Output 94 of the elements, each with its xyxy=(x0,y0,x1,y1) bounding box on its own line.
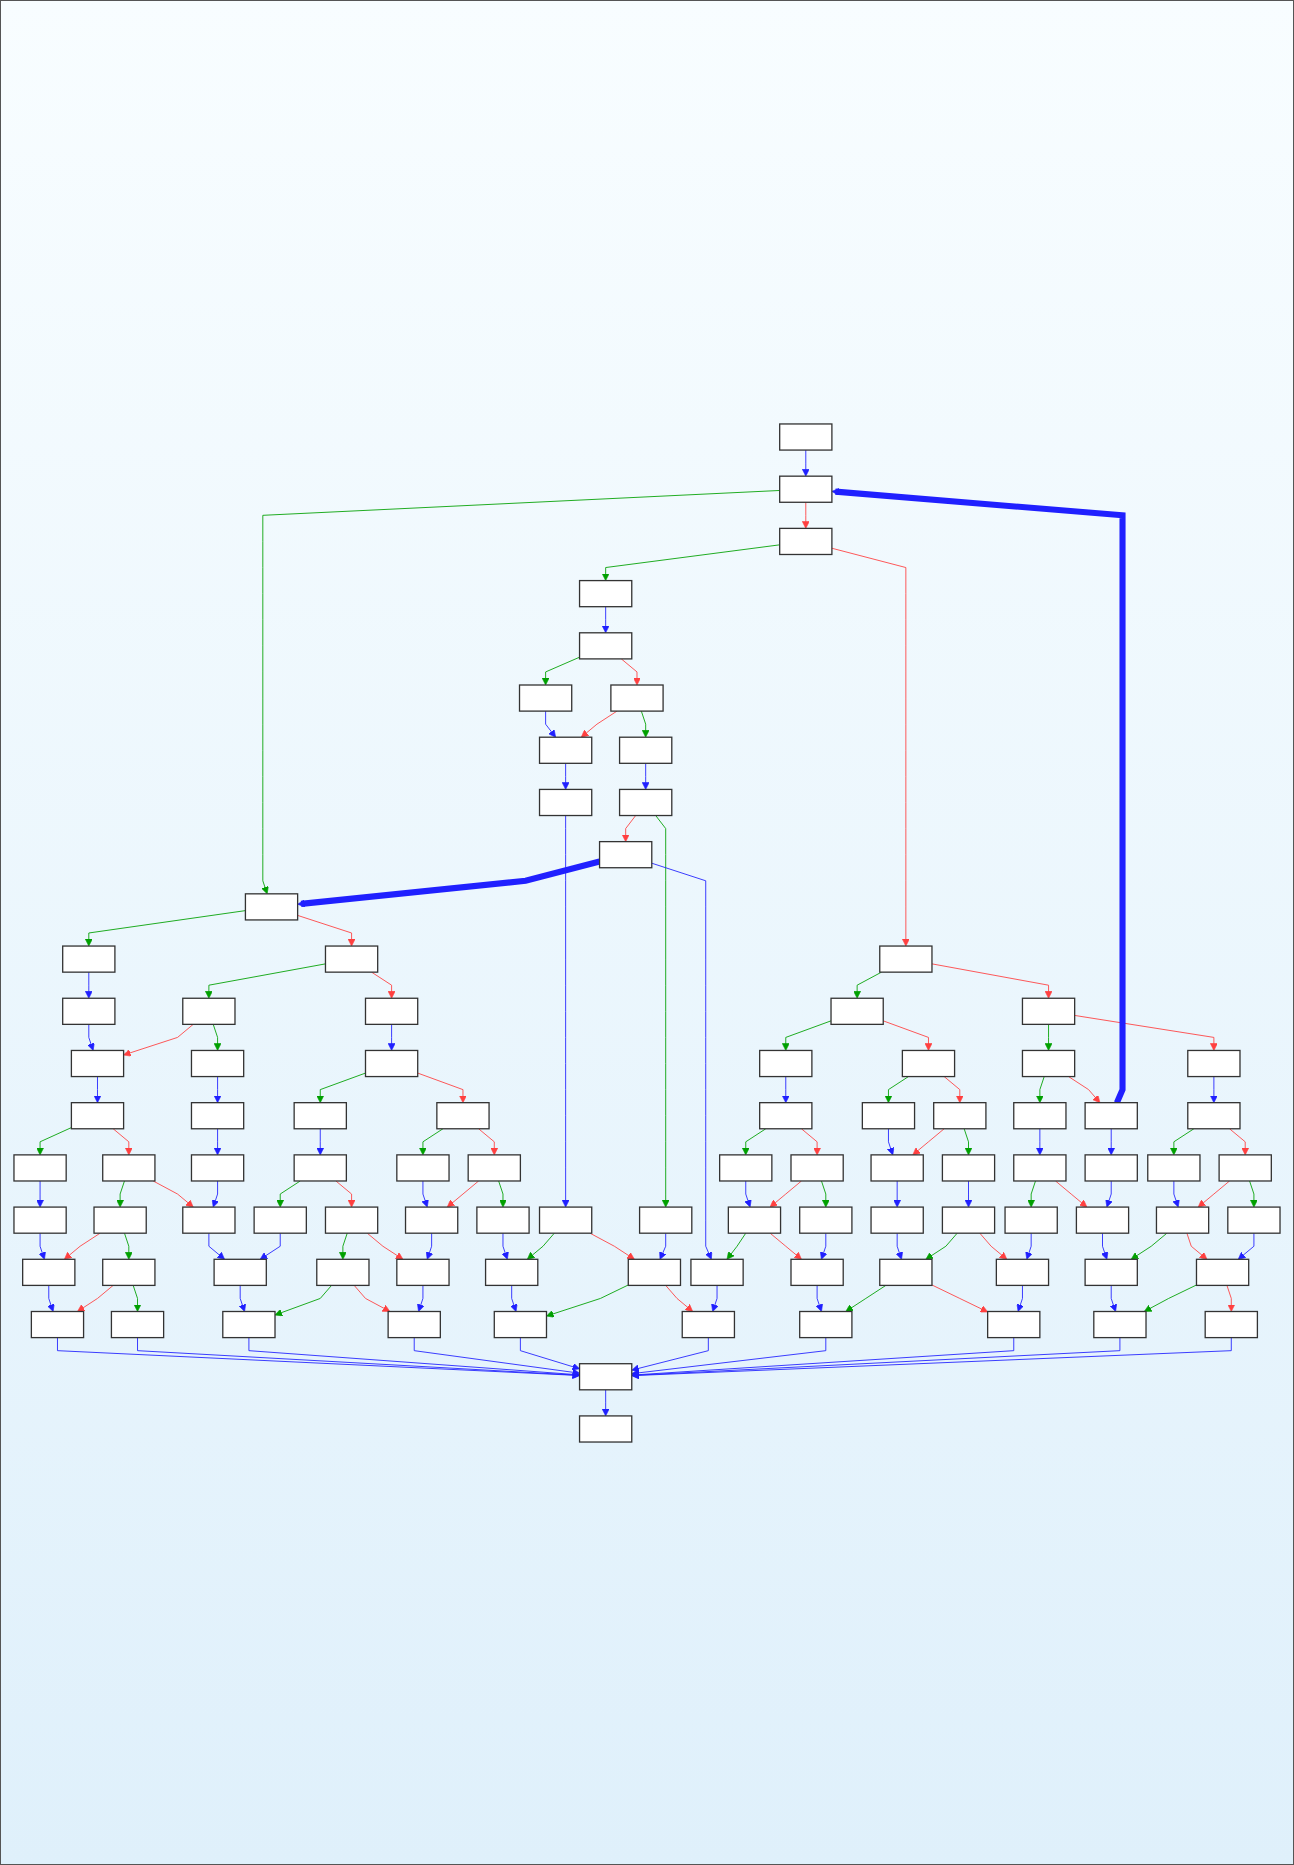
node-box xyxy=(1227,1205,1281,1234)
node-box xyxy=(995,1258,1050,1286)
node-box xyxy=(627,1258,682,1286)
node-box xyxy=(1075,1205,1130,1234)
node-box xyxy=(62,997,116,1025)
node-box xyxy=(1147,1153,1201,1182)
node-box xyxy=(182,1205,236,1234)
node-box xyxy=(618,788,673,816)
node-box xyxy=(1084,1258,1138,1286)
node-box xyxy=(1084,1101,1138,1129)
node-box xyxy=(987,1310,1041,1338)
node-box xyxy=(759,1049,813,1077)
node-box xyxy=(102,1153,156,1182)
node-box xyxy=(1013,1153,1067,1182)
node-box xyxy=(681,1310,736,1338)
node-box xyxy=(879,944,933,973)
node-box xyxy=(578,1414,633,1443)
node-box xyxy=(253,1205,307,1234)
node-box xyxy=(364,1049,419,1077)
node-box xyxy=(538,788,593,816)
node-box xyxy=(790,1153,844,1182)
node-box xyxy=(861,1101,916,1129)
node-box xyxy=(316,1258,370,1286)
node-box xyxy=(484,1258,539,1286)
node-box xyxy=(1084,1153,1138,1182)
node-box xyxy=(901,1049,956,1077)
node-box xyxy=(387,1310,441,1338)
node-box xyxy=(182,997,236,1025)
node-box xyxy=(396,1153,450,1182)
node-box xyxy=(110,1310,165,1338)
node-box xyxy=(1013,1101,1067,1129)
node-box xyxy=(190,1101,245,1129)
node-box xyxy=(22,1258,76,1286)
node-box xyxy=(364,997,419,1025)
node-box xyxy=(436,1101,490,1129)
node-box xyxy=(941,1205,996,1234)
node-box xyxy=(293,1153,347,1182)
node-box xyxy=(610,683,664,712)
node-box xyxy=(1218,1153,1272,1182)
node-box xyxy=(467,1153,522,1182)
node-box xyxy=(1021,997,1076,1025)
node-box xyxy=(799,1205,853,1234)
node-box xyxy=(476,1205,530,1234)
node-box xyxy=(102,1258,156,1286)
node-box xyxy=(799,1310,853,1338)
node-box xyxy=(1021,1049,1076,1077)
node-box xyxy=(618,736,673,764)
node-box xyxy=(70,1049,125,1077)
node-box xyxy=(293,1101,347,1129)
node-box xyxy=(719,1153,773,1182)
node-box xyxy=(638,1205,693,1234)
node-box xyxy=(1004,1205,1058,1234)
node-box xyxy=(830,997,884,1025)
node-box xyxy=(538,736,593,764)
node-box xyxy=(518,683,573,712)
node-box xyxy=(578,579,633,607)
node-box xyxy=(93,1205,147,1234)
node-box xyxy=(790,1258,844,1286)
node-box xyxy=(779,422,833,451)
node-box xyxy=(1187,1049,1241,1077)
node-box xyxy=(1187,1101,1241,1129)
node-box xyxy=(13,1153,67,1182)
node-box xyxy=(70,1101,125,1129)
node-box xyxy=(1204,1310,1259,1338)
node-box xyxy=(222,1310,276,1338)
node-box xyxy=(324,1205,379,1234)
node-box xyxy=(578,1362,633,1390)
node-box xyxy=(538,1205,593,1234)
node-box xyxy=(213,1258,267,1286)
node-box xyxy=(190,1049,245,1077)
node-box xyxy=(1195,1258,1250,1286)
node-box xyxy=(244,892,299,921)
node-box xyxy=(933,1101,987,1129)
node-box xyxy=(324,944,379,973)
node-box xyxy=(190,1153,245,1182)
node-box xyxy=(870,1153,924,1182)
node-box xyxy=(879,1258,933,1286)
node-box xyxy=(404,1205,459,1234)
node-box xyxy=(62,944,116,973)
node-box xyxy=(30,1310,85,1338)
node-box xyxy=(690,1258,744,1286)
node-box xyxy=(578,631,633,660)
node-box xyxy=(598,840,653,868)
node-box xyxy=(727,1205,782,1234)
node-box xyxy=(941,1153,996,1182)
node-box xyxy=(396,1258,450,1286)
node-box xyxy=(870,1205,924,1234)
node-box xyxy=(13,1205,67,1234)
node-box xyxy=(759,1101,813,1129)
node-box xyxy=(779,475,833,503)
node-box xyxy=(1093,1310,1147,1338)
node-box xyxy=(1155,1205,1210,1234)
node-box xyxy=(493,1310,548,1338)
node-box xyxy=(779,527,833,555)
